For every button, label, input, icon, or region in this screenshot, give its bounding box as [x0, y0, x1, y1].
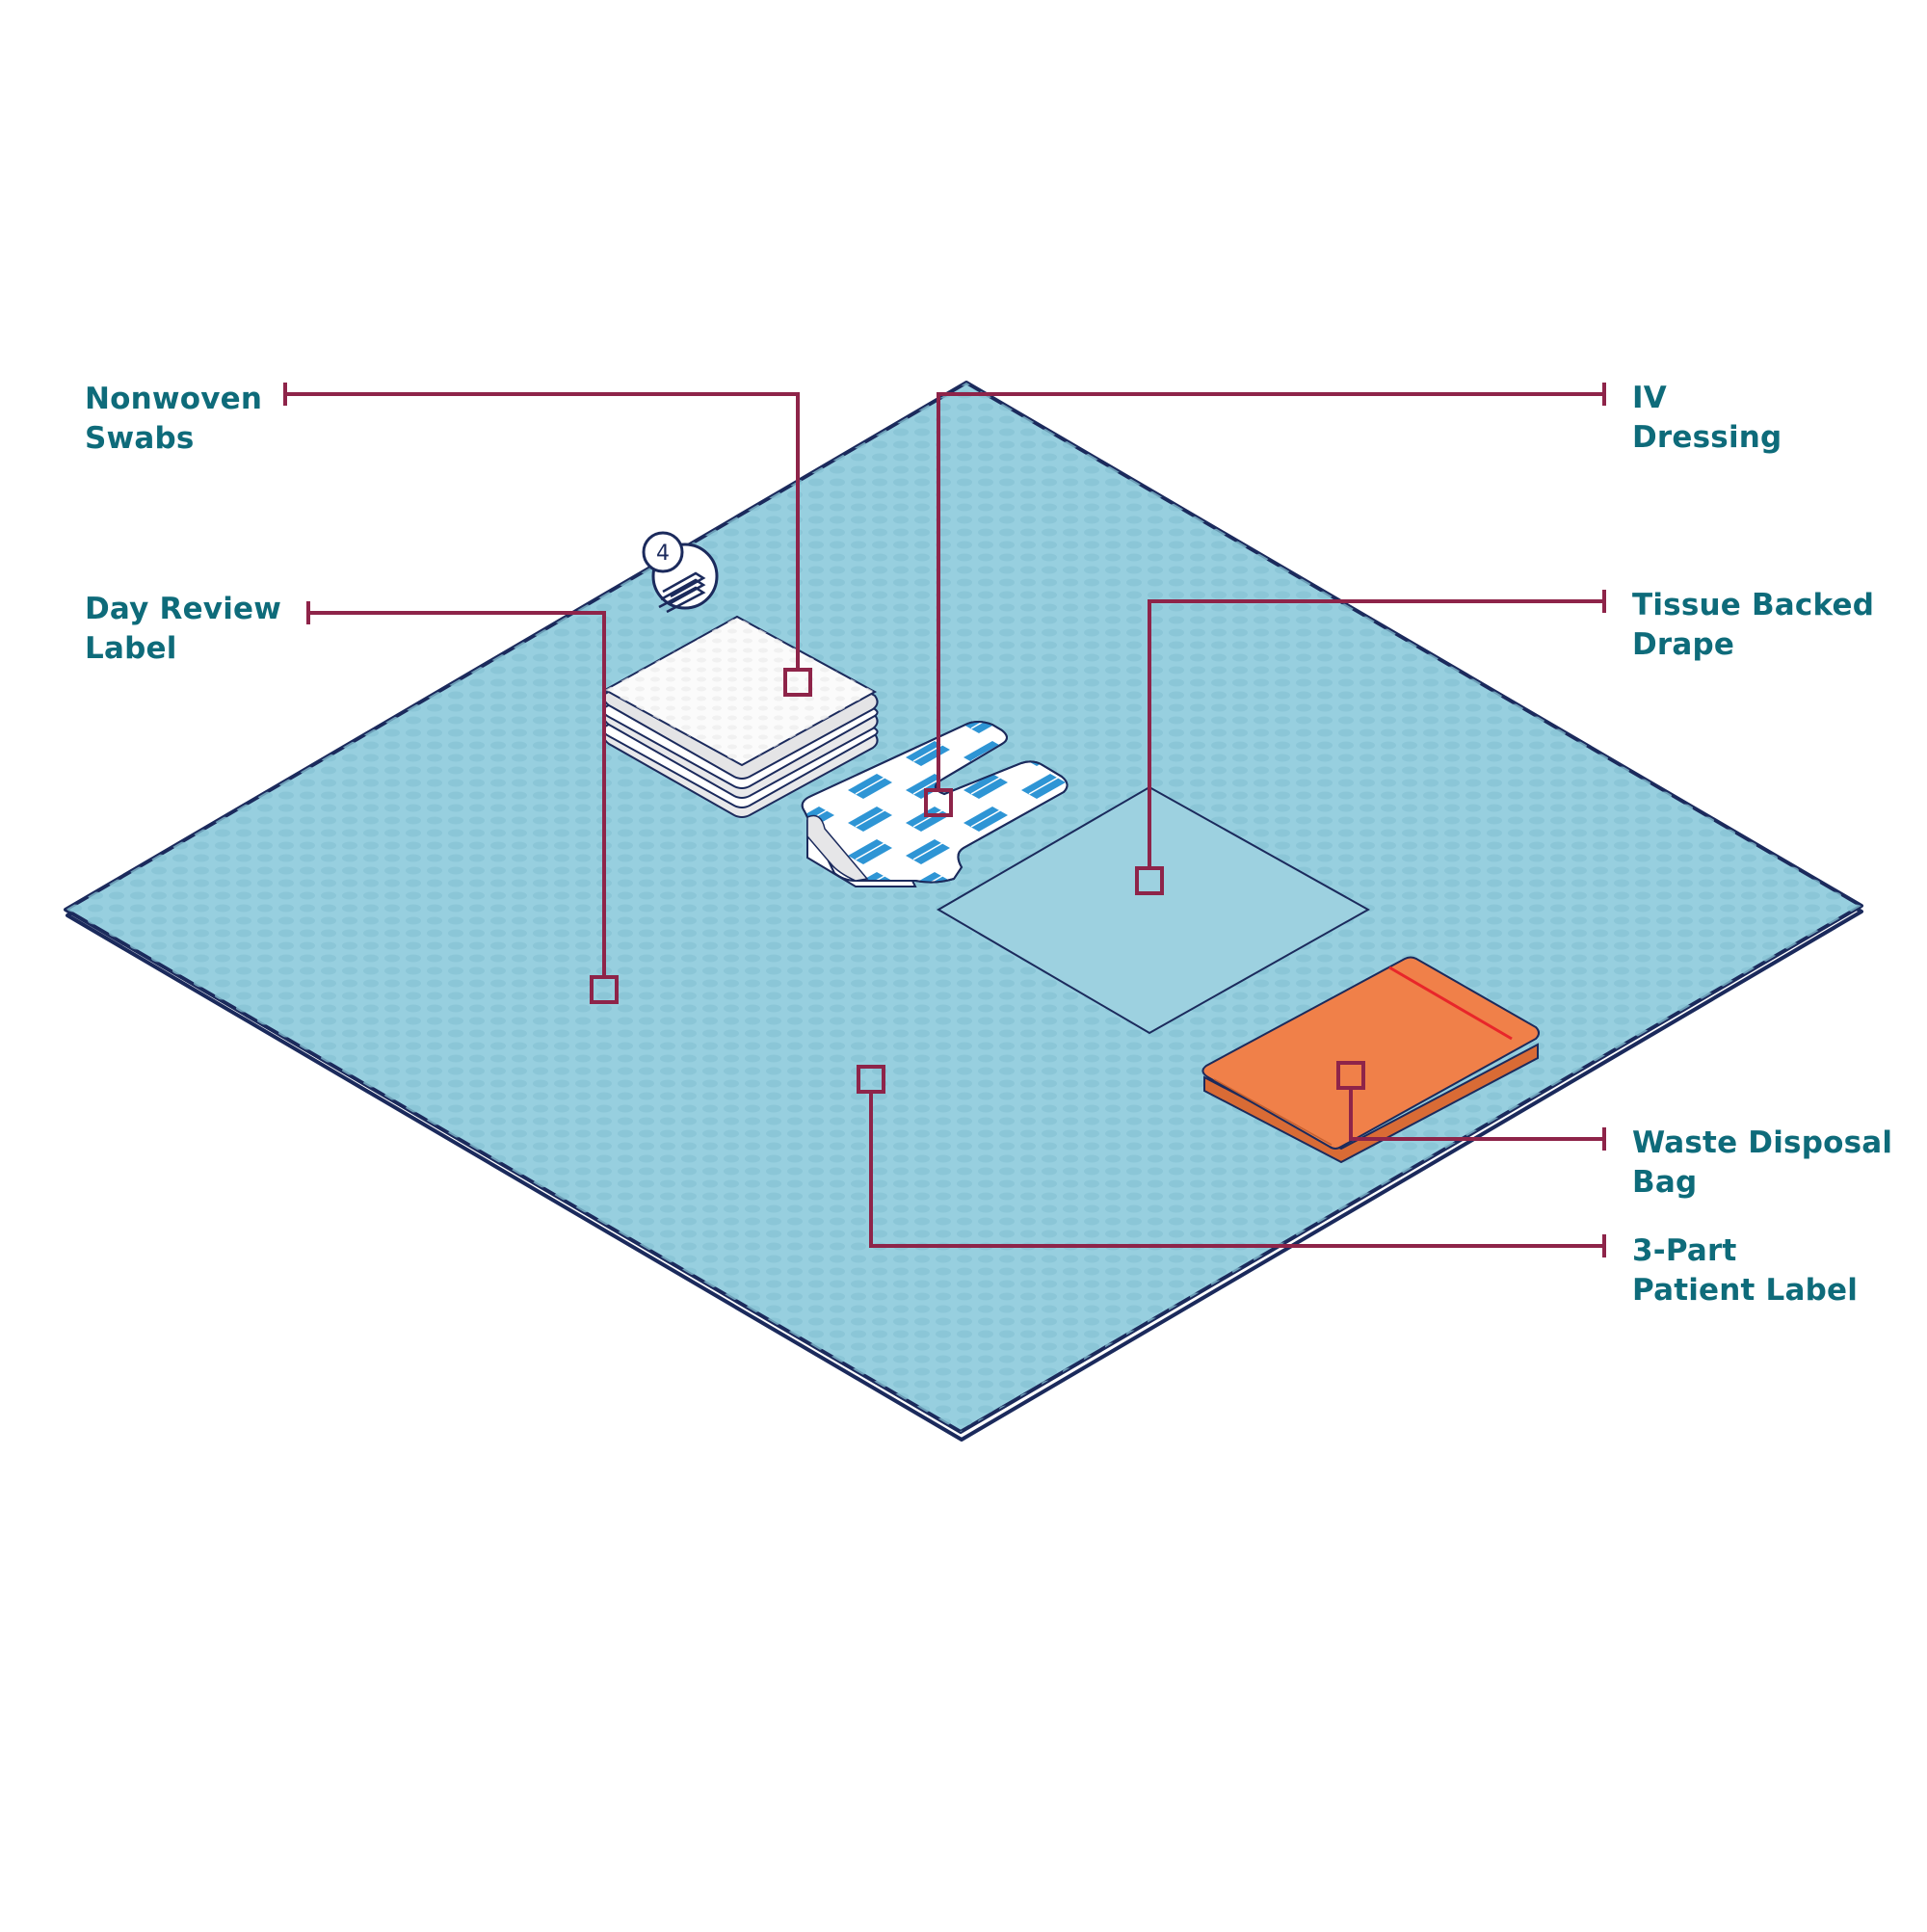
label-line: Drape — [1632, 627, 1735, 662]
label-line: Dressing — [1632, 420, 1782, 455]
label-line: 3-Part — [1632, 1233, 1737, 1268]
drape-sheet — [937, 785, 1371, 1035]
bag-seal-stripe — [1388, 966, 1513, 1041]
callout-line-waste-disposal-bag — [1349, 1088, 1604, 1141]
label-line: Waste Disposal — [1632, 1125, 1893, 1160]
callout-marker-nonwoven-swabs — [783, 668, 812, 697]
callout-marker-day-review-label — [590, 975, 619, 1004]
label-line: Nonwoven — [85, 382, 263, 416]
label-day-review-label: Day Review Label — [85, 590, 281, 669]
iv-dressing-peel-corner — [806, 814, 869, 882]
swab-count-badge: 4 — [642, 531, 719, 614]
callout-line-day-review-label — [308, 611, 606, 977]
callout-marker-iv-dressing — [924, 788, 953, 817]
callout-line-three-part-patient-label — [869, 1092, 1604, 1248]
label-iv-dressing: IV Dressing — [1632, 379, 1782, 458]
dressing-tile-line — [855, 842, 885, 860]
label-waste-disposal-bag: Waste Disposal Bag — [1632, 1124, 1892, 1203]
label-line: Label — [85, 631, 177, 666]
callout-marker-three-part-patient-label — [857, 1065, 885, 1094]
dressing-tile-line — [855, 875, 885, 883]
label-line: Patient Label — [1632, 1273, 1859, 1308]
dressing-tile-line — [912, 809, 943, 828]
dressing-tile-line — [912, 842, 943, 860]
callout-marker-waste-disposal-bag — [1336, 1061, 1365, 1090]
count-circle — [642, 531, 684, 573]
dressing-tile-line — [970, 777, 1001, 795]
swab-count: 4 — [656, 542, 670, 566]
stacked-swabs-glyph — [658, 571, 706, 614]
tissue-backed-drape — [937, 785, 1371, 1035]
label-line: Tissue Backed — [1632, 588, 1875, 622]
dressing-tile-line — [855, 777, 885, 795]
label-three-part-patient-label: 3-Part Patient Label — [1632, 1231, 1858, 1310]
label-line: Bag — [1632, 1165, 1698, 1200]
waste-disposal-bag — [1201, 956, 1540, 1164]
dressing-tile-line — [1028, 777, 1059, 795]
label-line: Swabs — [85, 421, 195, 456]
label-line: Day Review — [85, 592, 282, 626]
label-line: IV — [1632, 381, 1667, 415]
callout-marker-tissue-backed-drape — [1135, 866, 1164, 895]
dressing-tile-line — [912, 875, 943, 883]
dressing-tile-line — [855, 809, 885, 828]
dressing-tile-line — [970, 809, 1001, 828]
nonwoven-swab-stack — [602, 615, 879, 818]
dressing-tile-line — [970, 722, 1001, 729]
callout-line-tissue-backed-drape — [1148, 599, 1604, 868]
callout-line-nonwoven-swabs — [285, 392, 800, 670]
label-tissue-backed-drape: Tissue Backed Drape — [1632, 586, 1874, 665]
swab-layer-top — [602, 615, 879, 780]
label-nonwoven-swabs: Nonwoven Swabs — [85, 380, 262, 459]
callout-line-iv-dressing — [937, 392, 1604, 790]
callout-lines — [283, 383, 1606, 1257]
